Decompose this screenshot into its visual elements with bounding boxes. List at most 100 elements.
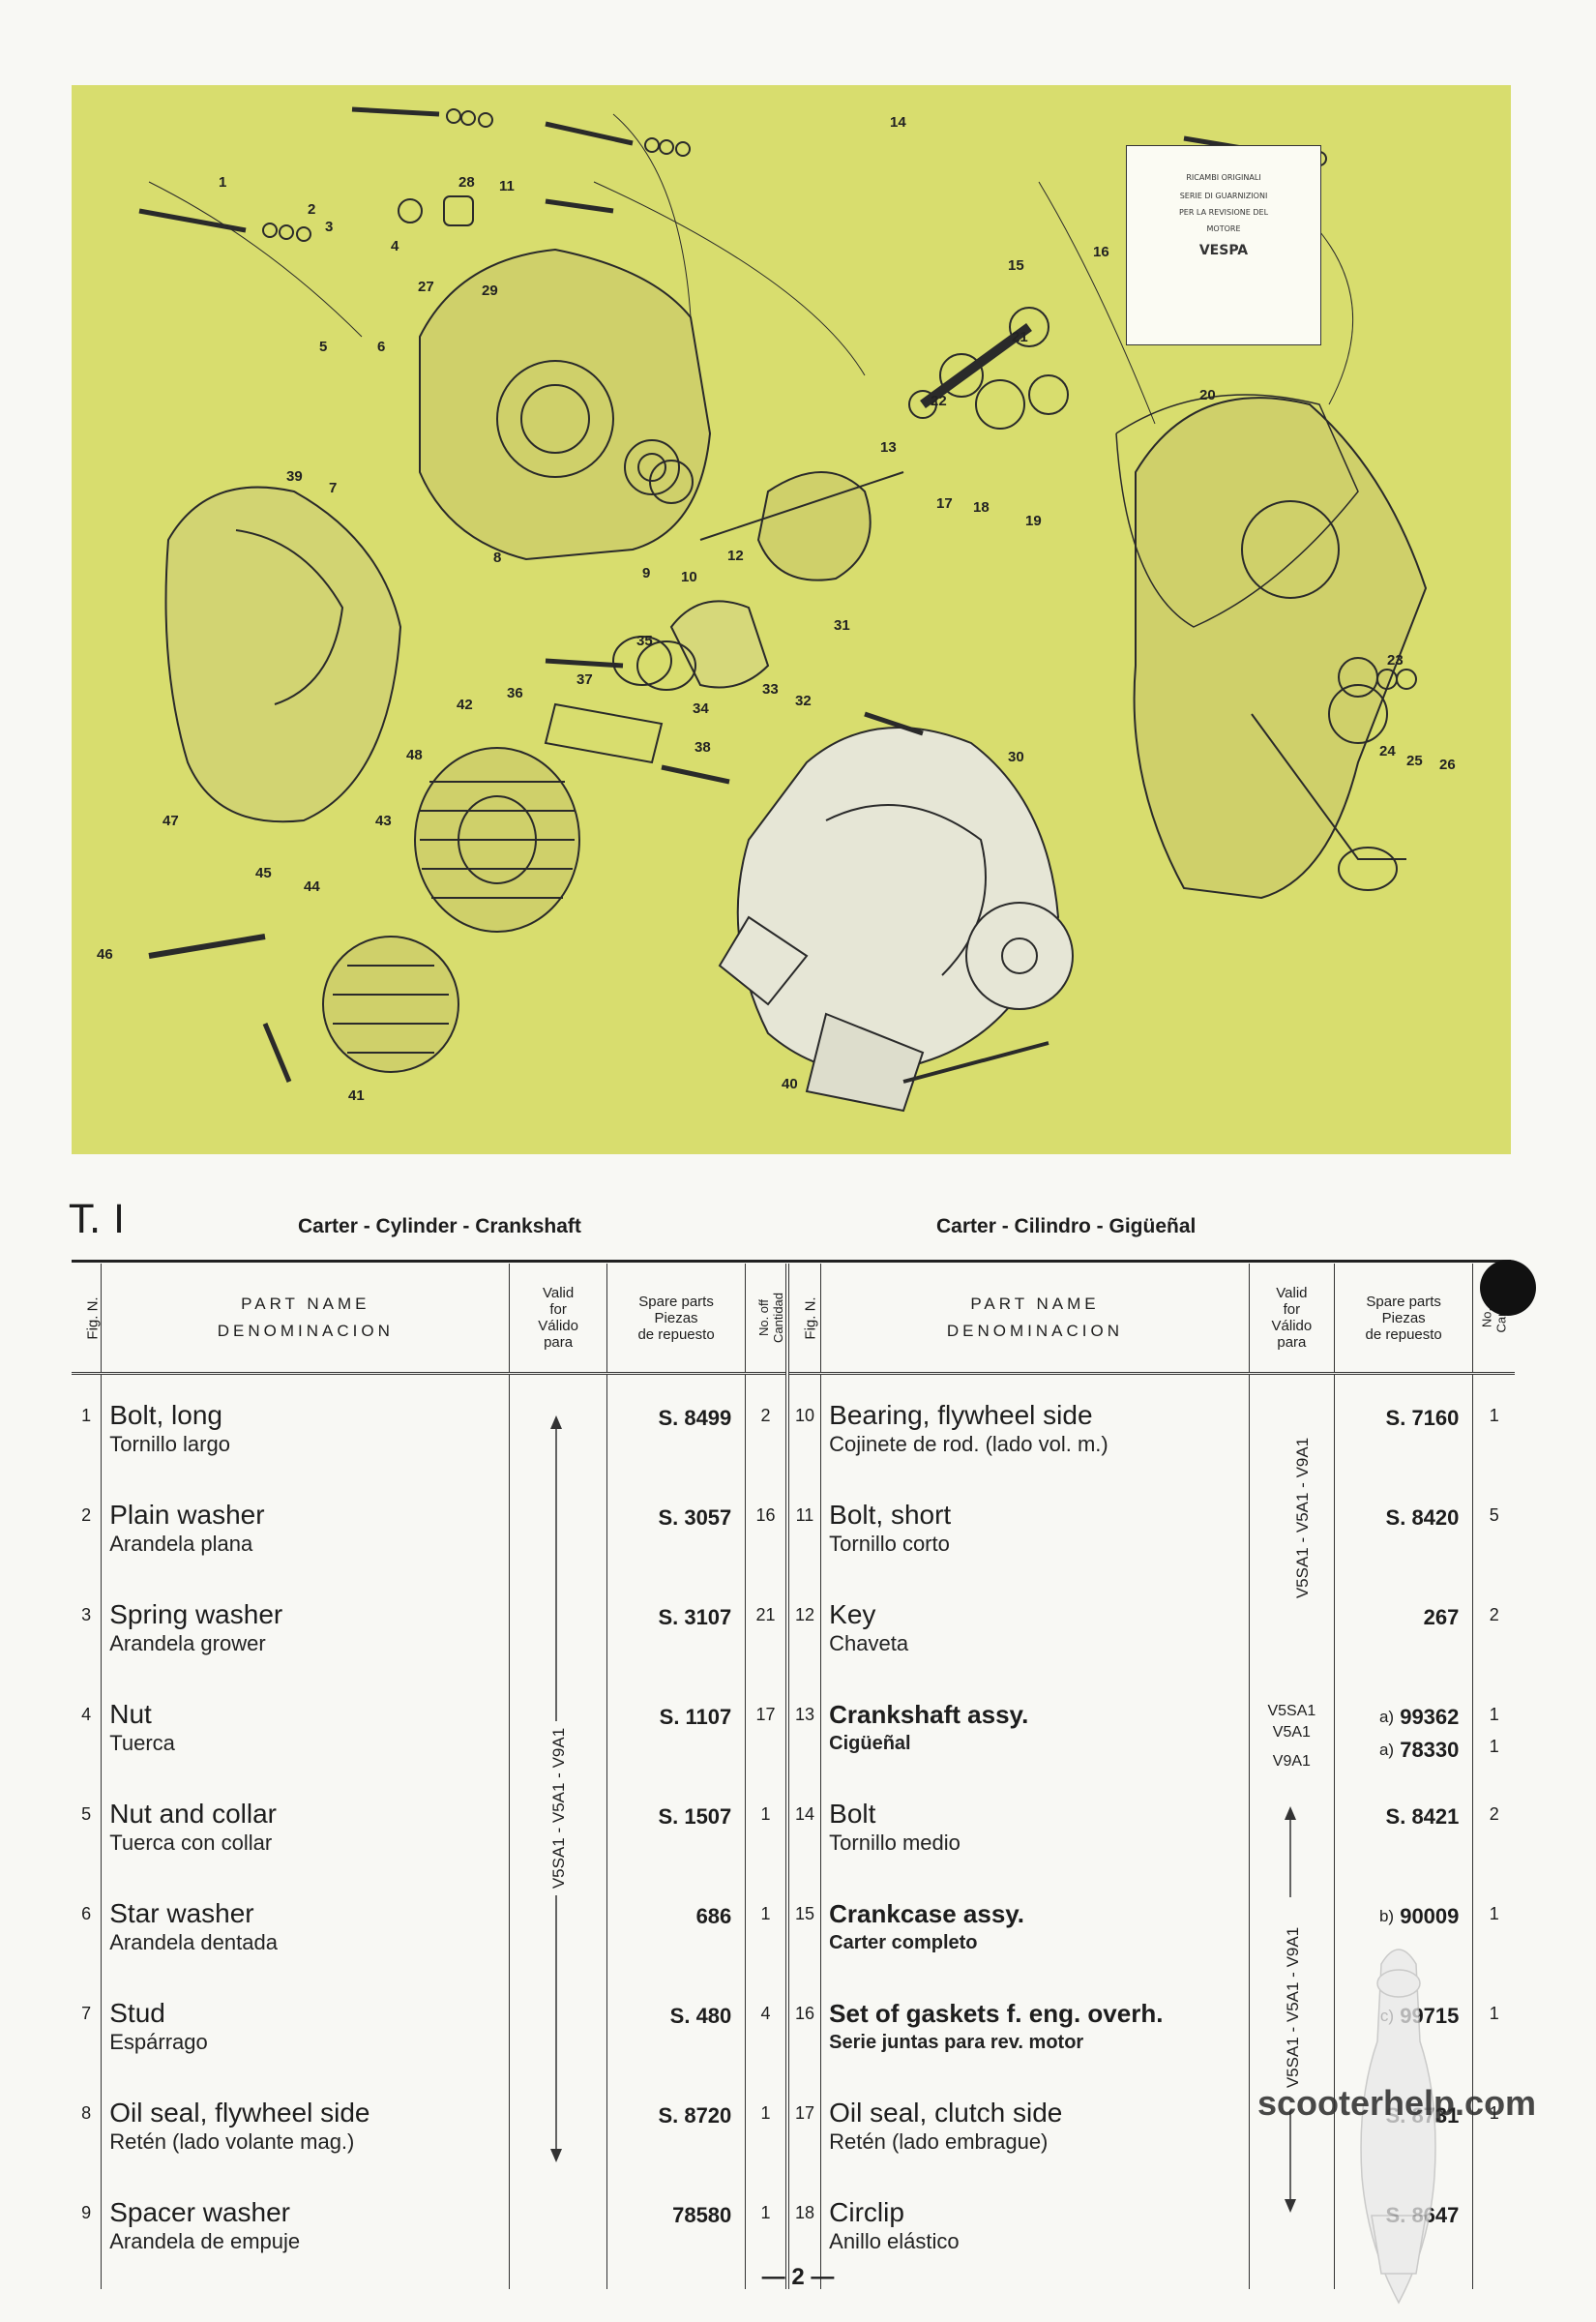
header-label: for <box>549 1301 567 1318</box>
callout-label: 34 <box>693 700 709 717</box>
part-name-es: Arandela dentada <box>109 1930 278 1954</box>
valid-label: V5SA1 - V5A1 - V9A1 <box>549 1727 569 1890</box>
callout-label: 32 <box>795 693 812 709</box>
callout-label: 12 <box>727 548 744 564</box>
part-name-en: Bolt, short <box>829 1500 952 1530</box>
callout-label: 1 <box>219 174 227 191</box>
col-spare: Spare parts Piezas de repuesto <box>606 1264 746 1375</box>
callout-label: 46 <box>97 946 113 963</box>
quantity: 1 <box>1472 1990 1515 2090</box>
callout-label: 43 <box>375 813 392 829</box>
callout-label: 33 <box>762 681 779 698</box>
callout-label: 11 <box>499 178 515 194</box>
part-number-cell: a) 99362 a) 78330 <box>1333 1691 1473 1791</box>
header-label: para <box>1277 1334 1307 1351</box>
part-name-es: Arandela plana <box>109 1532 253 1556</box>
part-name-es: Tornillo medio <box>829 1831 961 1855</box>
quantity: 1 <box>745 2189 787 2289</box>
header-label: Cantidad <box>771 1292 786 1343</box>
footnote-mark: a) <box>1378 1741 1395 1759</box>
header-label: Válido <box>1271 1318 1313 1334</box>
valid-model: V5A1 <box>1272 1724 1311 1741</box>
part-name-en: Bolt <box>829 1799 876 1829</box>
quantity: 17 <box>745 1691 787 1791</box>
callout-label: 3 <box>325 219 334 235</box>
quantity <box>1472 2189 1515 2289</box>
part-number: 78580 <box>606 2189 746 2289</box>
valid-models-cell: V5SA1 V5A1 V9A1 <box>1248 1691 1335 1791</box>
kit-card-line: SERIE DI GUARNIZIONI <box>1179 192 1268 200</box>
part-name-en: Nut and collar <box>109 1799 277 1829</box>
part-name-en: Bearing, flywheel side <box>829 1400 1093 1430</box>
footnote-mark: a) <box>1378 1708 1395 1726</box>
callout-label: 13 <box>880 439 897 456</box>
fig-number: 13 <box>784 1691 821 1791</box>
part-number: S. 8499 <box>606 1392 746 1492</box>
scooter-watermark-icon <box>1360 1949 1436 2305</box>
part-number: S. 8421 <box>1333 1791 1473 1890</box>
quantity: 1 <box>1489 1737 1499 1756</box>
fig-number: 15 <box>784 1890 821 1990</box>
header-label: DENOMINACION <box>217 1322 394 1340</box>
valid-range-cell: V5SA1 - V5A1 - V9A1 <box>1248 1392 1335 1691</box>
fig-number: 6 <box>81 1904 92 1923</box>
header-label: for <box>1283 1301 1301 1318</box>
part-name-es: Chaveta <box>829 1631 909 1655</box>
part-number: S. 8720 <box>606 2090 746 2189</box>
quantity: 2 <box>745 1392 787 1492</box>
valid-model: V9A1 <box>1272 1753 1311 1770</box>
col-spare: Spare parts Piezas de repuesto <box>1333 1264 1473 1375</box>
callout-label: 17 <box>936 495 953 512</box>
quantity: 1 <box>745 2090 787 2189</box>
fig-number: 3 <box>81 1605 92 1624</box>
callout-label: 38 <box>695 739 711 756</box>
part-name-es: Cigüeñal <box>829 1733 911 1754</box>
header-label: Spare parts <box>638 1293 714 1310</box>
callout-label: 21 <box>1012 329 1028 345</box>
callout-label: 9 <box>642 565 651 581</box>
part-name-es: Espárrago <box>109 2030 208 2054</box>
callout-label: 37 <box>576 671 593 688</box>
callout-label: 2 <box>308 201 316 218</box>
fig-number: 10 <box>784 1392 821 1492</box>
callout-label: 27 <box>418 279 434 295</box>
part-name-es: Carter completo <box>829 1932 978 1953</box>
fig-number: 17 <box>784 2090 821 2189</box>
callout-label: 29 <box>482 283 498 299</box>
part-number: 267 <box>1333 1592 1473 1691</box>
header-label: de repuesto <box>637 1325 715 1343</box>
part-number: S. 8420 <box>1333 1492 1473 1592</box>
part-name-es: Arandela de empuje <box>109 2229 301 2253</box>
part-name-en: Circlip <box>829 2197 904 2227</box>
valid-label: V5SA1 - V5A1 - V9A1 <box>1283 1926 1302 2089</box>
callout-label: 8 <box>493 550 502 566</box>
footnote-mark: b) <box>1378 1907 1395 1925</box>
callout-label: 47 <box>163 813 179 829</box>
callout-label: 16 <box>1093 244 1109 260</box>
callout-label: 15 <box>1008 257 1024 274</box>
header-label: Spare parts <box>1366 1293 1441 1310</box>
valid-range-cell: V5SA1 - V5A1 - V9A1 <box>509 1392 607 2289</box>
header-rule <box>72 1260 1511 1263</box>
part-name-es: Tuerca <box>109 1731 175 1755</box>
header-label: PART NAME <box>241 1295 370 1313</box>
site-watermark: scooterhelp.com <box>1257 2083 1537 2123</box>
part-name-es: Cojinete de rod. (lado vol. m.) <box>829 1432 1108 1456</box>
fig-number: 2 <box>81 1505 92 1525</box>
callout-label: 18 <box>973 499 990 516</box>
fig-number: 14 <box>784 1791 821 1890</box>
part-number: 78330 <box>1400 1738 1460 1762</box>
callout-label: 14 <box>890 114 906 131</box>
callout-label: 20 <box>1199 387 1216 403</box>
col-valid: Valid for Válido para <box>1248 1264 1335 1375</box>
